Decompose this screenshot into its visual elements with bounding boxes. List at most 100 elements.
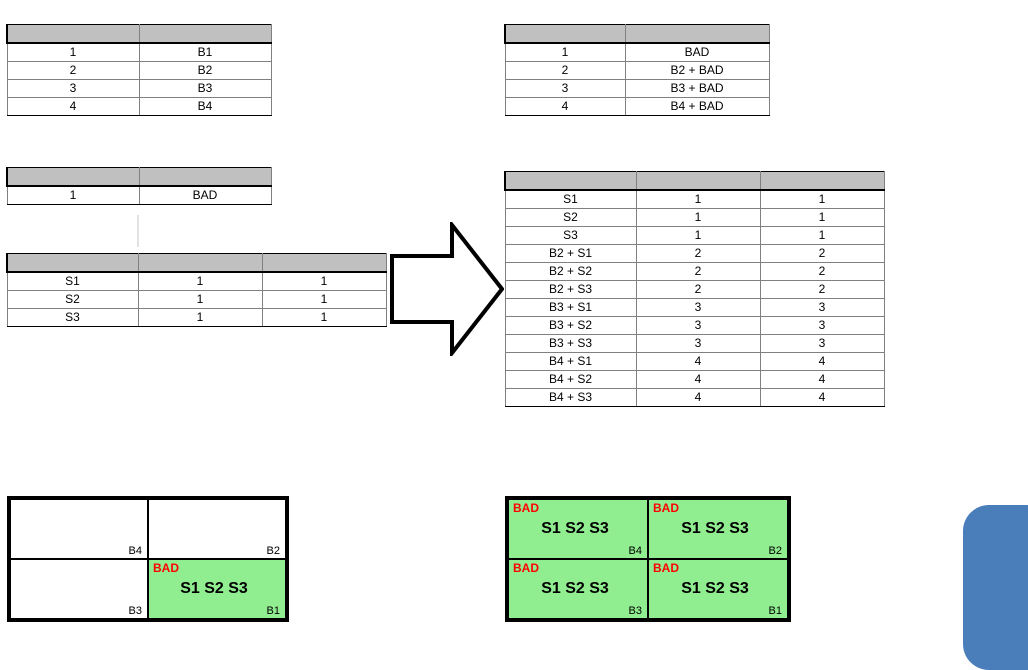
table-row: 3 B3 [6, 79, 272, 98]
cell-value: 1 [261, 308, 387, 327]
cell-value: 2 [759, 280, 885, 299]
cell-value: 3 [635, 316, 761, 335]
cell-value: 3 [635, 298, 761, 317]
cell-value: 3 [759, 316, 885, 335]
cell-value: 1 [261, 271, 387, 291]
column-header [635, 171, 761, 191]
cell-value: 1 [759, 226, 885, 245]
cell-index: 4 [504, 97, 626, 116]
cell-value: 4 [759, 388, 885, 407]
grid-cell[interactable]: B4 [9, 498, 149, 560]
bad-table: 1 BAD [6, 167, 272, 205]
cell-value: 1 [137, 271, 263, 291]
table-header-row [504, 171, 885, 191]
column-header [6, 253, 139, 273]
cell-slot: S3 [504, 226, 637, 245]
cell-bucket-bad: B4 + BAD [624, 97, 770, 116]
slot-list: S1 S2 S3 [541, 580, 609, 597]
column-header [6, 24, 140, 44]
cell-slot: B4 + S1 [504, 352, 637, 371]
cell-slot: B3 + S2 [504, 316, 637, 335]
table-row: 4 B4 [6, 97, 272, 116]
cell-value: 3 [759, 334, 885, 353]
slot-list: S1 S2 S3 [681, 520, 749, 537]
cell-slot: B2 + S2 [504, 262, 637, 281]
cell-bucket: B4 [138, 97, 272, 116]
cell-value: 4 [759, 370, 885, 389]
blue-rounded-shape [963, 505, 1028, 670]
cell-bucket: B3 [138, 79, 272, 98]
table-row: S2 1 1 [6, 290, 387, 309]
right-block-arrow [390, 219, 505, 359]
bucket-label: B1 [768, 605, 782, 617]
cell-value: 3 [635, 334, 761, 353]
grid-cell[interactable]: B2 [147, 498, 287, 560]
column-header [759, 171, 885, 191]
bucket-label: B1 [266, 605, 280, 617]
cell-value: 1 [635, 189, 761, 209]
buckets-plus-bad-table: 1 BAD 2 B2 + BAD 3 B3 + BAD 4 B4 + BAD [504, 24, 770, 116]
cell-index: 2 [504, 61, 626, 80]
table-row: S1 1 1 [6, 271, 387, 291]
cell-index: 1 [504, 42, 626, 62]
cell-value: 1 [635, 208, 761, 227]
table-header-row [6, 253, 387, 273]
table-row: 2 B2 [6, 61, 272, 80]
column-header [504, 24, 626, 44]
bucket-label: B4 [628, 545, 642, 557]
slots-table: S1 1 1 S2 1 1 S3 1 1 [6, 253, 387, 327]
cell-slot: B3 + S3 [504, 334, 637, 353]
cell-value: 4 [635, 388, 761, 407]
cell-value: 1 [261, 290, 387, 309]
grid-cell[interactable]: B3 [9, 558, 149, 620]
grid-cell[interactable]: BAD S1 S2 S3 B4 [507, 498, 649, 560]
column-header [138, 167, 272, 187]
bucket-label: B3 [628, 605, 642, 617]
cell-bucket-bad: B3 + BAD [624, 79, 770, 98]
bucket-label: B2 [768, 545, 782, 557]
slot-list: S1 S2 S3 [681, 580, 749, 597]
table-row: 1 B1 [6, 42, 272, 62]
cell-value: 2 [759, 244, 885, 263]
cell-value: 1 [635, 226, 761, 245]
cell-value: 4 [635, 352, 761, 371]
bucket-label: B3 [128, 605, 142, 617]
cell-slot: B4 + S3 [504, 388, 637, 407]
cell-index: 2 [6, 61, 140, 80]
bad-tag: BAD [653, 561, 679, 575]
cell-value: 4 [759, 352, 885, 371]
table-row: 1 BAD [504, 42, 770, 62]
grid-cell[interactable]: BAD S1 S2 S3 B3 [507, 558, 649, 620]
cell-value: 1 [137, 308, 263, 327]
cell-value: 2 [635, 244, 761, 263]
cell-slot: B4 + S2 [504, 370, 637, 389]
grid-cell[interactable]: BAD S1 S2 S3 B2 [647, 498, 789, 560]
grid-cell[interactable]: BAD S1 S2 S3 B1 [147, 558, 287, 620]
cell-value: 2 [635, 262, 761, 281]
cell-index: 4 [6, 97, 140, 116]
cell-slot: S3 [6, 308, 139, 327]
table-header-row [6, 167, 272, 187]
bucket-label: B2 [266, 545, 280, 557]
cell-value: 1 [759, 189, 885, 209]
bucket-label: B4 [128, 545, 142, 557]
cell-value: 4 [635, 370, 761, 389]
grid-cell[interactable]: BAD S1 S2 S3 B1 [647, 558, 789, 620]
table-row: 1 BAD [6, 185, 272, 205]
cell-value: 1 [759, 208, 885, 227]
table-row: 4 B4 + BAD [504, 97, 770, 116]
table-row: 2 B2 + BAD [504, 61, 770, 80]
bad-tag: BAD [513, 561, 539, 575]
table-trailing-rule [137, 215, 139, 247]
cell-slot: S1 [6, 271, 139, 291]
table-header-row [6, 24, 272, 44]
